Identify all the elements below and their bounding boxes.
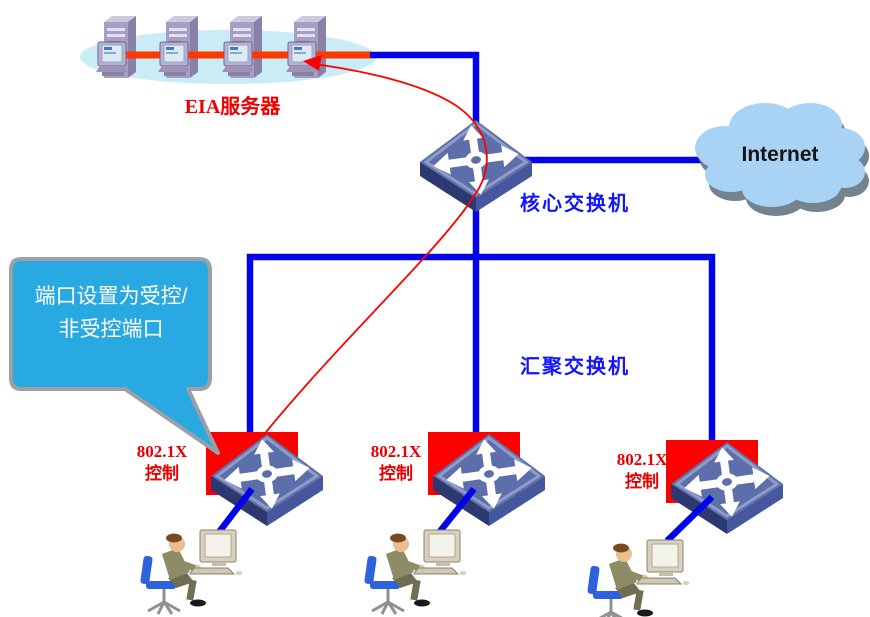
uplink-line: [368, 51, 480, 434]
access-switch-1-protocol: 802.1X: [136, 442, 188, 461]
callout-line-2: 非受控端口: [58, 318, 164, 341]
access-switch-1-control: 控制: [145, 464, 179, 483]
access-switch-2-control: 控制: [379, 464, 413, 483]
auth-flow-arrow: [265, 55, 488, 433]
callout-text: 端口设置为受控/ 非受控端口: [12, 280, 210, 346]
eia-server-group: [95, 16, 370, 78]
access-switch-3-control: 控制: [625, 472, 659, 491]
internet-label: Internet: [741, 143, 819, 166]
workstation-link-lines: [213, 486, 715, 544]
core-switch-icon: [418, 117, 534, 214]
workstation-user-icon-1: [138, 528, 244, 616]
network-link-lines: [246, 51, 716, 442]
server-monitor-icon: [221, 41, 255, 77]
core-switch-label: 核心交换机: [520, 193, 630, 215]
access-switch-3-protocol: 802.1X: [616, 450, 668, 469]
workstation-link-line-3: [664, 494, 715, 544]
aggregation-switch-label: 汇聚交换机: [520, 356, 630, 378]
workstation-user-icon-2: [362, 528, 468, 616]
arrowhead: [303, 55, 322, 71]
workstation-link-line-1: [213, 487, 255, 538]
internet-cloud: [695, 103, 869, 216]
trunk-branch-line: [246, 253, 716, 442]
access-switch-label-3: 802.1X 控制: [596, 449, 688, 493]
access-switch-label-1: 802.1X 控制: [116, 441, 208, 485]
workstation-user-icon-3: [585, 538, 691, 617]
cloud-shape: [695, 103, 865, 207]
eia-server-label: EIA服务器: [184, 96, 281, 118]
access-switch-label-2: 802.1X 控制: [350, 441, 442, 485]
access-switch-2-protocol: 802.1X: [370, 442, 422, 461]
callout-line-1: 端口设置为受控/: [34, 285, 188, 308]
workstation-link-line-2: [434, 486, 477, 538]
callout-bubble-shape: [9, 257, 220, 455]
server-monitor-icon: [95, 41, 129, 77]
server-monitor-icon: [157, 41, 191, 77]
